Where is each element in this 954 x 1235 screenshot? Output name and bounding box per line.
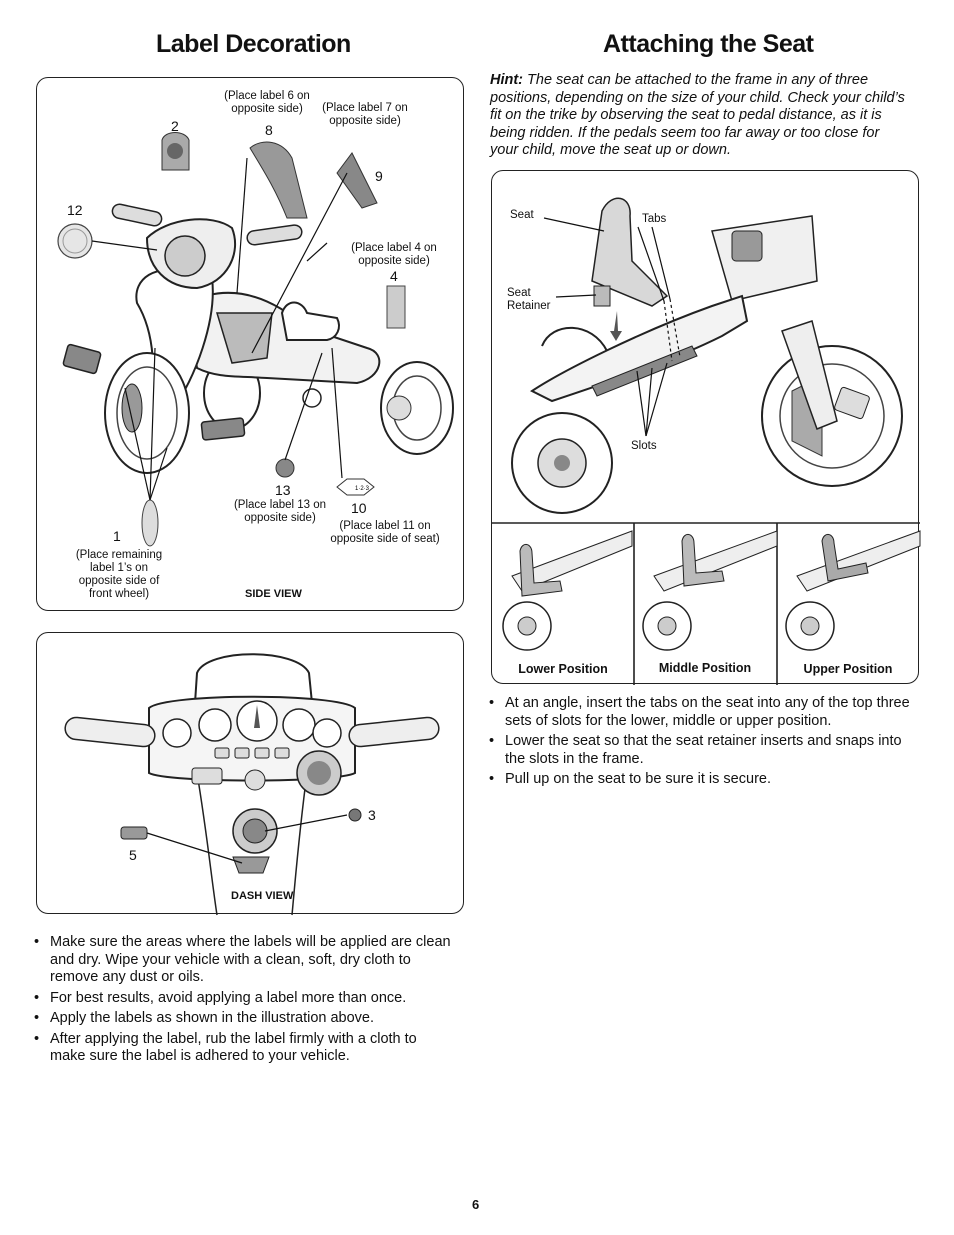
middle-position-illustration — [642, 530, 778, 651]
tabs-label: Tabs — [642, 213, 667, 225]
label-12-decal — [57, 223, 93, 259]
label-number-5: 5 — [129, 847, 137, 863]
upper-position-illustration — [785, 530, 921, 651]
label-2-decal — [161, 132, 190, 171]
hint-text: The seat can be attached to the frame in… — [490, 72, 905, 158]
trike-side-illustration: 1·2·3 — [57, 132, 454, 547]
label-13-decal — [275, 458, 295, 478]
seat-retainer-label: Seat Retainer — [507, 287, 551, 312]
label-number-2: 2 — [171, 118, 179, 134]
label-8-decal — [249, 141, 308, 219]
label-4-note: (Place label 4 on opposite side) — [351, 242, 437, 267]
label-number-9: 9 — [375, 168, 383, 184]
upper-position-label: Upper Position — [803, 662, 893, 676]
label-10-decal — [336, 478, 375, 496]
dash-illustration — [64, 653, 440, 916]
label-number-10: 10 — [351, 500, 367, 516]
label-5-decal — [120, 826, 148, 840]
hint-label: Hint: — [490, 72, 524, 88]
hint-paragraph: Hint: The seat can be attached to the fr… — [490, 72, 910, 160]
label-1-note: (Place remaining label 1’s on opposite s… — [75, 549, 163, 600]
label-number-1: 1 — [113, 528, 121, 544]
label-3-decal — [348, 808, 362, 822]
seat-instructions-list: At an angle, insert the tabs on the seat… — [489, 695, 914, 792]
page-number: 6 — [472, 1197, 480, 1212]
dash-view-panel: 3 5 DASH VIEW — [36, 632, 464, 916]
middle-position-label: Middle Position — [658, 661, 752, 675]
label-decoration-heading: Label Decoration — [156, 30, 351, 58]
slots-label: Slots — [631, 440, 657, 452]
label-number-8: 8 — [265, 122, 273, 138]
list-item: Apply the labels as shown in the illustr… — [34, 1010, 454, 1028]
dash-plate — [232, 856, 270, 874]
list-item: At an angle, insert the tabs on the seat… — [489, 695, 914, 730]
attaching-seat-heading: Attaching the Seat — [603, 30, 814, 58]
decal-text: 1·2·3 — [355, 486, 370, 492]
label-1-decal — [141, 499, 159, 547]
lower-position-illustration — [502, 530, 633, 651]
label-11-note: (Place label 11 on opposite side of seat… — [330, 520, 440, 545]
label-6-note: (Place label 6 on opposite side) — [224, 90, 310, 115]
side-view-panel: 1·2·3 (Place label 6 on opposite side) (… — [36, 77, 464, 611]
side-view-caption: SIDE VIEW — [245, 588, 302, 600]
trike-seat-illustration — [492, 197, 921, 685]
label-9-decal — [336, 152, 378, 209]
label-number-4: 4 — [390, 268, 398, 284]
label-4-decal — [386, 285, 406, 329]
list-item: Lower the seat so that the seat retainer… — [489, 733, 914, 768]
dash-view-caption: DASH VIEW — [231, 890, 294, 902]
seat-diagram-panel: Seat Tabs Seat Retainer Slots Lower Posi… — [491, 170, 921, 685]
label-number-13: 13 — [275, 482, 291, 498]
list-item: Make sure the areas where the labels wil… — [34, 934, 454, 987]
label-13-note: (Place label 13 on opposite side) — [233, 499, 327, 524]
lower-position-label: Lower Position — [518, 662, 608, 676]
label-7-note: (Place label 7 on opposite side) — [322, 102, 408, 127]
seat-label: Seat — [510, 209, 534, 221]
label-number-12: 12 — [67, 202, 83, 218]
label-instructions-list: Make sure the areas where the labels wil… — [34, 934, 454, 1069]
list-item: For best results, avoid applying a label… — [34, 990, 454, 1008]
list-item: Pull up on the seat to be sure it is sec… — [489, 771, 914, 789]
list-item: After applying the label, rub the label … — [34, 1031, 454, 1066]
label-number-3: 3 — [368, 807, 376, 823]
